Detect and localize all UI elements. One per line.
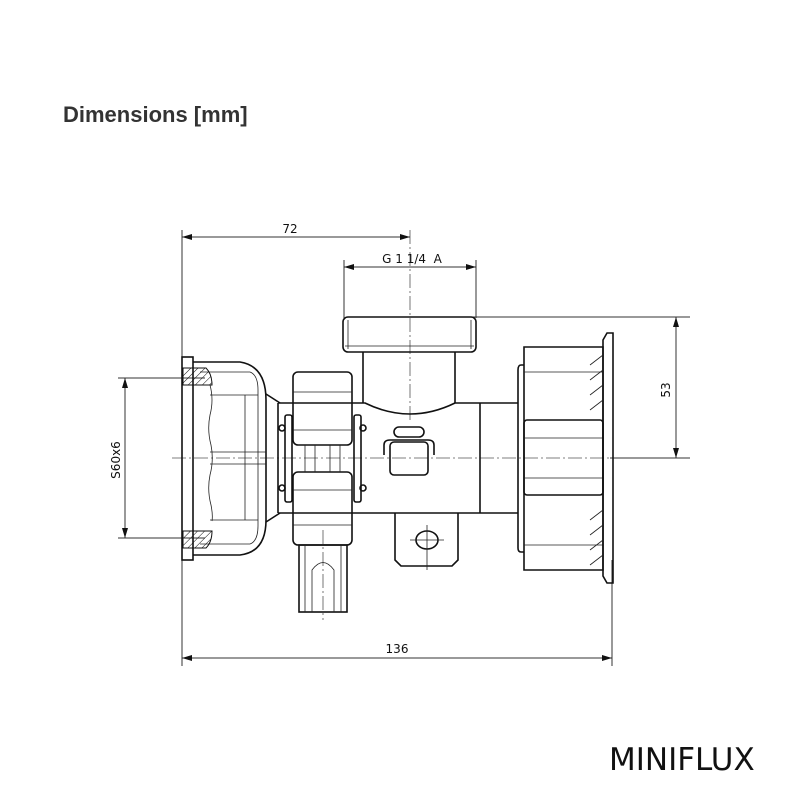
sensor-cap <box>383 426 435 476</box>
dimension-s60x6: S60x6 <box>109 378 128 538</box>
dimension-53: 53 <box>659 317 679 458</box>
valve-body <box>277 316 518 514</box>
dim-label-53: 53 <box>659 382 673 397</box>
product-name: MINIFLUX <box>609 742 755 778</box>
mounting-tab <box>394 513 459 570</box>
dimension-72: 72 <box>182 222 410 240</box>
dimension-thread: G 1 1/4 A <box>344 252 476 270</box>
right-union-nut <box>517 332 614 584</box>
dimension-136: 136 <box>182 642 612 661</box>
clamp-assembly <box>278 371 367 546</box>
left-union-nut <box>181 356 281 561</box>
dim-label-thread: G 1 1/4 A <box>382 252 443 266</box>
dim-label-136: 136 <box>386 642 409 656</box>
dim-label-72: 72 <box>282 222 297 236</box>
page-title: Dimensions [mm] <box>63 102 248 127</box>
extension-lines <box>118 230 690 666</box>
dim-label-s60x6: S60x6 <box>109 441 123 479</box>
valve-stem <box>298 544 348 613</box>
